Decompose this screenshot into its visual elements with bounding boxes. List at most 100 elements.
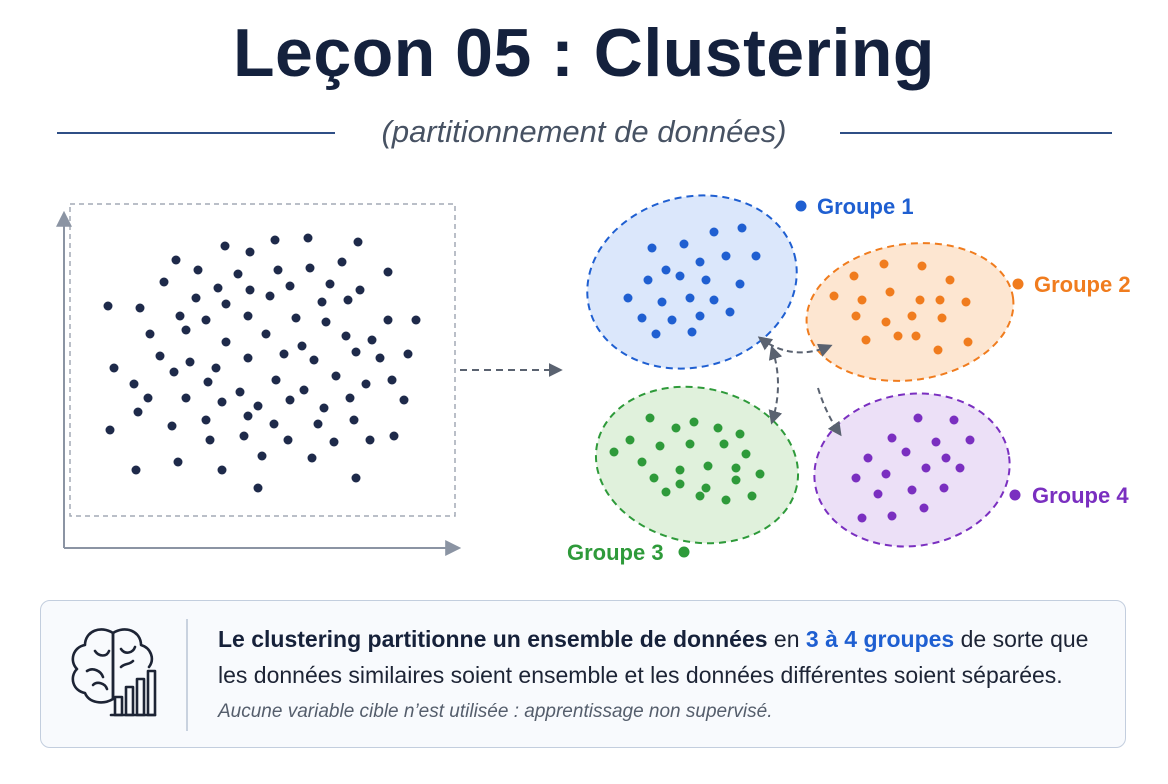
data-point [211,363,221,373]
cluster-3-point [655,441,665,451]
data-point [233,269,243,279]
data-point [181,393,191,403]
data-point [145,329,155,339]
cluster-3-point [731,475,741,485]
cluster-3-point [755,469,765,479]
cluster-2-point [961,297,971,307]
cluster-2-point [881,317,891,327]
data-point [349,415,359,425]
cluster-4-point [901,447,911,457]
cluster-1-point [709,295,719,305]
data-point [285,281,295,291]
cluster-3-point [713,423,723,433]
data-point [221,299,231,309]
group-1-label: Groupe 1 [817,194,914,219]
raw-points [103,233,421,493]
group-3-legend-dot [678,546,690,558]
group-2-legend-dot [1012,278,1024,290]
data-point [221,337,231,347]
cluster-2-point [861,335,871,345]
data-point [299,385,309,395]
data-point [355,285,365,295]
cluster-1-point [685,293,695,303]
cluster-4-point [881,469,891,479]
data-point [205,435,215,445]
info-divider [186,619,188,731]
cluster-1-point [695,257,705,267]
group-3-label: Groupe 3 [567,540,664,565]
clustering-diagram: Groupe 1 Groupe 2 Groupe 3 Groupe 4 [56,194,1131,565]
cluster-1-point [675,271,685,281]
cluster-1-point [735,279,745,289]
data-point [253,401,263,411]
data-point [313,419,323,429]
data-point [297,341,307,351]
cluster-1-point [661,265,671,275]
data-point [270,235,280,245]
cluster-1-point [667,315,677,325]
data-point [243,411,253,421]
raw-data-plot [56,203,462,556]
cluster-4-point [887,511,897,521]
data-point [317,297,327,307]
data-point [181,325,191,335]
info-box: Le clustering partitionne un ensemble de… [40,600,1126,748]
data-point [271,375,281,385]
data-point [129,379,139,389]
cluster-3-point [609,447,619,457]
cluster-2-point [885,287,895,297]
data-point [399,395,409,405]
cluster-2-point [963,337,973,347]
data-point [353,237,363,247]
data-point [383,267,393,277]
cluster-1-point [651,329,661,339]
data-point [131,465,141,475]
data-point [345,393,355,403]
cluster-4-point [919,503,929,513]
data-point [201,315,211,325]
cluster-4-ellipse [813,392,1011,548]
info-line-1: Le clustering partitionne un ensemble de… [218,621,1108,657]
cluster-3-point [671,423,681,433]
group-1-legend-dot [795,200,807,212]
cluster-3-point [675,479,685,489]
data-point [291,313,301,323]
data-point [191,293,201,303]
cluster-1-point [695,311,705,321]
data-point [367,335,377,345]
cluster-4-point [931,437,941,447]
cluster-2-point [917,261,927,271]
data-point [351,347,361,357]
data-point [243,353,253,363]
data-point [167,421,177,431]
cluster-2-point [893,331,903,341]
data-point [173,457,183,467]
page-title: Leçon 05 : Clustering [233,15,935,91]
cluster-3-point [675,465,685,475]
cluster-1-point [709,227,719,237]
cluster-points [609,223,975,523]
data-point [303,233,313,243]
data-point [155,351,165,361]
cluster-3-point [735,429,745,439]
data-point [133,407,143,417]
cluster-4-point [949,415,959,425]
data-point [109,363,119,373]
cluster-3-ellipse [594,385,800,545]
cluster-4-point [965,435,975,445]
cluster-3-point [637,457,647,467]
brain-chart-icon [71,628,157,717]
cluster-3-point [689,417,699,427]
cluster-2-point [829,291,839,301]
clusters [586,194,1015,548]
cluster-4-point [913,413,923,423]
plot-frame [69,203,456,517]
info-line-1-mid: en [767,626,806,652]
data-point [105,425,115,435]
info-text: Le clustering partitionne un ensemble de… [218,621,1108,723]
cluster-3-point [695,491,705,501]
data-point [361,379,371,389]
data-point [217,465,227,475]
group-2-label: Groupe 2 [1034,272,1131,297]
cluster-2-point [911,331,921,341]
